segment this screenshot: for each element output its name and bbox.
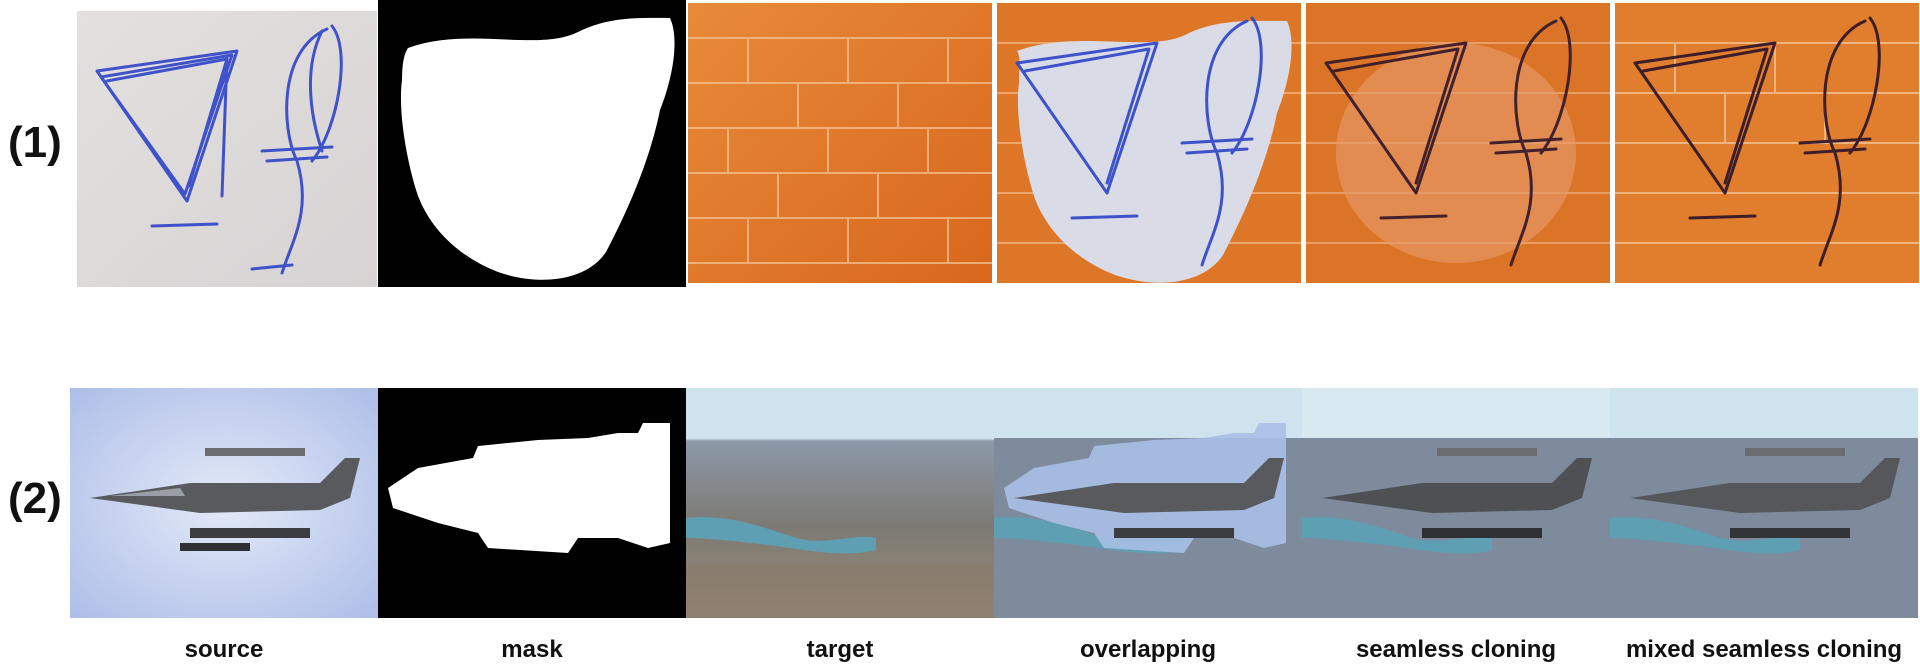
row2-overlapping-image [994,388,1302,618]
row1-mask-image [378,0,686,287]
col-label-target: target [806,636,874,663]
row1-seamless-cloning-image [1306,3,1610,283]
col-label-source: source [184,636,264,663]
col-label-overlapping: overlapping [1079,636,1217,663]
row-label-2: (2) [8,474,62,523]
row2-mixed-seamless-cloning-image [1610,388,1918,618]
row1-overlapping-image [997,3,1301,283]
row-label-1: (1) [8,118,62,167]
row2-source-image [70,388,378,618]
row2-seamless-cloning-image [1302,388,1610,618]
row2-target-image [686,388,994,618]
row1-mixed-seamless-cloning-image [1615,3,1919,283]
col-label-mask: mask [501,636,563,663]
row1-source-image [77,11,377,287]
row2-mask-image [378,388,686,618]
col-label-seamless-cloning: seamless cloning [1355,636,1557,663]
col-label-mixed-seamless-cloning: mixed seamless cloning [1625,636,1903,663]
row1-target-image [688,3,992,283]
